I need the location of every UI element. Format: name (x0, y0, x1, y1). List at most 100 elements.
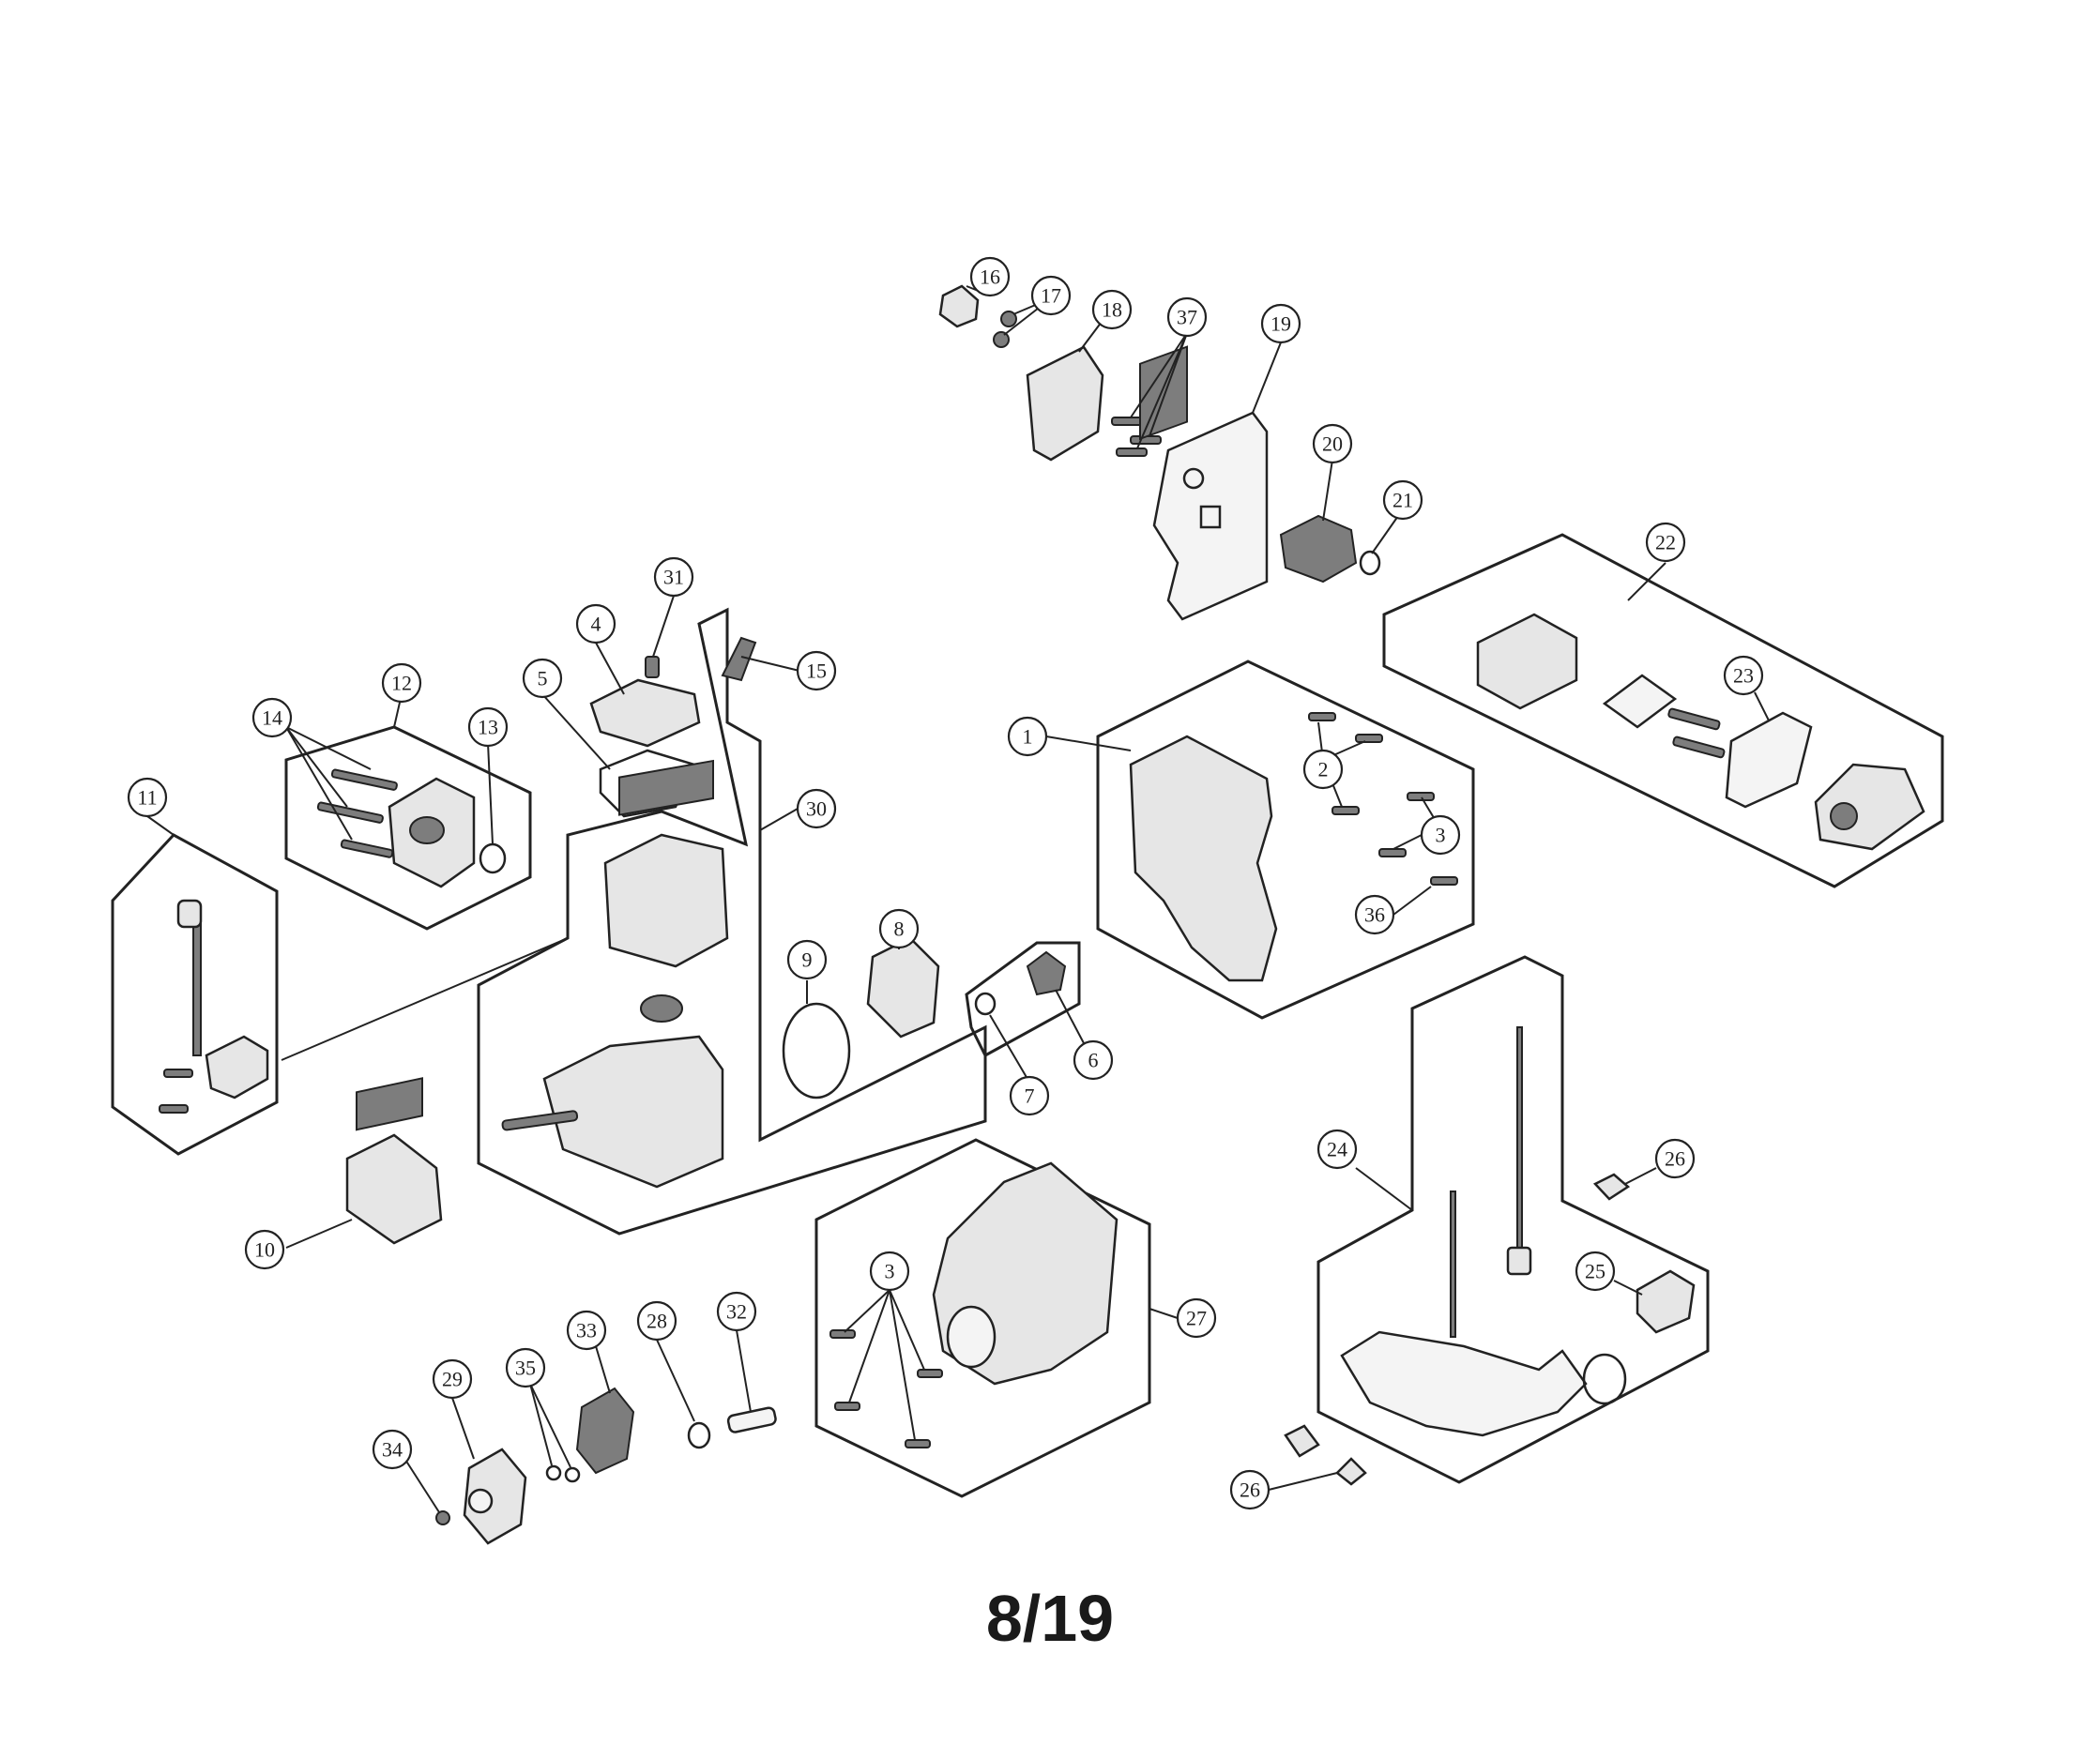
leader-21 (1371, 515, 1399, 554)
part-4-cover (589, 678, 701, 748)
svg-text:19: 19 (1271, 312, 1291, 336)
part-11-screw-b (159, 1104, 189, 1114)
outline-gasket-6-7 (965, 941, 1081, 1058)
leader-10 (285, 1219, 353, 1249)
part-10-flywheel (345, 1133, 443, 1245)
part-27-hub (946, 1305, 997, 1369)
part-7-washer (974, 992, 997, 1016)
callout-16: 16 (969, 256, 1011, 297)
svg-text:36: 36 (1364, 903, 1385, 927)
svg-text:26: 26 (1665, 1147, 1685, 1171)
callout-23: 23 (1723, 655, 1764, 696)
svg-text:15: 15 (806, 660, 827, 683)
svg-text:27: 27 (1186, 1307, 1207, 1330)
part-29-hub (467, 1488, 494, 1514)
leader-ign-link (281, 937, 569, 1061)
part-22-pin-b (1672, 736, 1726, 759)
svg-text:17: 17 (1041, 284, 1061, 308)
svg-text:20: 20 (1322, 432, 1343, 456)
part-24-fuel-line-a (1450, 1190, 1456, 1338)
part-12-outlet (409, 816, 445, 844)
part-36-screw (1430, 876, 1458, 886)
leader-14b (285, 726, 348, 808)
part-30-cylinder (603, 833, 729, 968)
part-26-grommet-c (1335, 1457, 1367, 1486)
part-23-filter (1725, 711, 1813, 809)
part-19-window (1199, 505, 1222, 529)
part-14-bolt-c (340, 839, 394, 858)
part-2-screw-b (1355, 734, 1383, 743)
svg-text:13: 13 (478, 716, 498, 739)
part-22-cover (1814, 763, 1925, 851)
leader-1 (1045, 736, 1132, 751)
svg-text:3: 3 (885, 1260, 895, 1283)
part-24-tank (1340, 1330, 1588, 1437)
callout-8: 8 (878, 908, 920, 949)
callout-37: 37 (1166, 296, 1208, 338)
part-5-gasket (599, 749, 696, 818)
callout-20: 20 (1312, 423, 1353, 464)
svg-text:18: 18 (1102, 298, 1122, 322)
leader-25 (1613, 1280, 1643, 1296)
svg-text:30: 30 (806, 797, 827, 821)
part-22-cover-knob (1830, 802, 1858, 830)
svg-text:37: 37 (1177, 306, 1197, 329)
callout-24: 24 (1316, 1129, 1358, 1170)
outline-fueltank-24 (1316, 955, 1710, 1484)
svg-text:29: 29 (442, 1368, 463, 1391)
part-37-screw-a (1111, 417, 1143, 426)
part-21-oring (1359, 550, 1381, 576)
leader-24 (1355, 1167, 1413, 1211)
callout-2: 2 (1302, 749, 1344, 790)
svg-text:4: 4 (591, 613, 601, 636)
part-19-hole (1182, 467, 1205, 490)
leader-3e (848, 1289, 890, 1403)
leader-22 (1627, 562, 1666, 601)
leader-4 (595, 642, 625, 695)
callout-30: 30 (796, 788, 837, 829)
svg-text:25: 25 (1585, 1260, 1605, 1283)
leader-32 (736, 1329, 752, 1413)
leader-19 (1252, 341, 1282, 414)
leader-26b (1268, 1472, 1338, 1491)
callout-26: 26 (1229, 1469, 1271, 1510)
leader-36 (1392, 886, 1432, 916)
callout-27: 27 (1176, 1297, 1217, 1339)
part-3-screw-e (834, 1402, 860, 1411)
part-22-base (1476, 613, 1578, 710)
svg-text:8: 8 (894, 917, 905, 941)
leader-29 (451, 1397, 475, 1460)
leader-7 (989, 1014, 1028, 1080)
outline-airfilter-22 (1382, 533, 1944, 888)
svg-text:32: 32 (726, 1300, 747, 1324)
callout-4: 4 (575, 603, 616, 645)
leader-3d (889, 1289, 925, 1371)
callout-28: 28 (636, 1300, 677, 1342)
callout-15: 15 (796, 650, 837, 691)
callouts: 1 2 3 3 4 5 6 7 8 9 10 11 12 13 14 15 16… (127, 256, 1764, 1510)
part-10-fins (356, 1077, 423, 1131)
callout-3: 3 (869, 1251, 910, 1292)
svg-text:6: 6 (1088, 1049, 1099, 1072)
callout-14: 14 (251, 697, 293, 738)
callout-17: 17 (1030, 275, 1072, 316)
callout-11: 11 (127, 777, 168, 818)
part-1-housing (1129, 735, 1278, 982)
leader-3f (889, 1289, 916, 1441)
part-34-nut (435, 1510, 450, 1525)
part-6-bushing (1026, 950, 1067, 996)
svg-text:21: 21 (1392, 489, 1413, 512)
svg-text:35: 35 (515, 1357, 536, 1380)
callout-7: 7 (1009, 1075, 1050, 1116)
part-11-screw-a (163, 1069, 193, 1078)
leader-3a (1392, 834, 1423, 850)
part-25-cap (1636, 1269, 1696, 1334)
svg-text:22: 22 (1655, 531, 1676, 554)
leader-28 (656, 1339, 695, 1422)
leader-31 (652, 595, 675, 658)
part-13-ring (479, 842, 507, 874)
leader-23 (1754, 691, 1770, 721)
callout-9: 9 (786, 939, 828, 980)
part-11-boot (176, 899, 203, 929)
part-8-cover (866, 936, 940, 1039)
